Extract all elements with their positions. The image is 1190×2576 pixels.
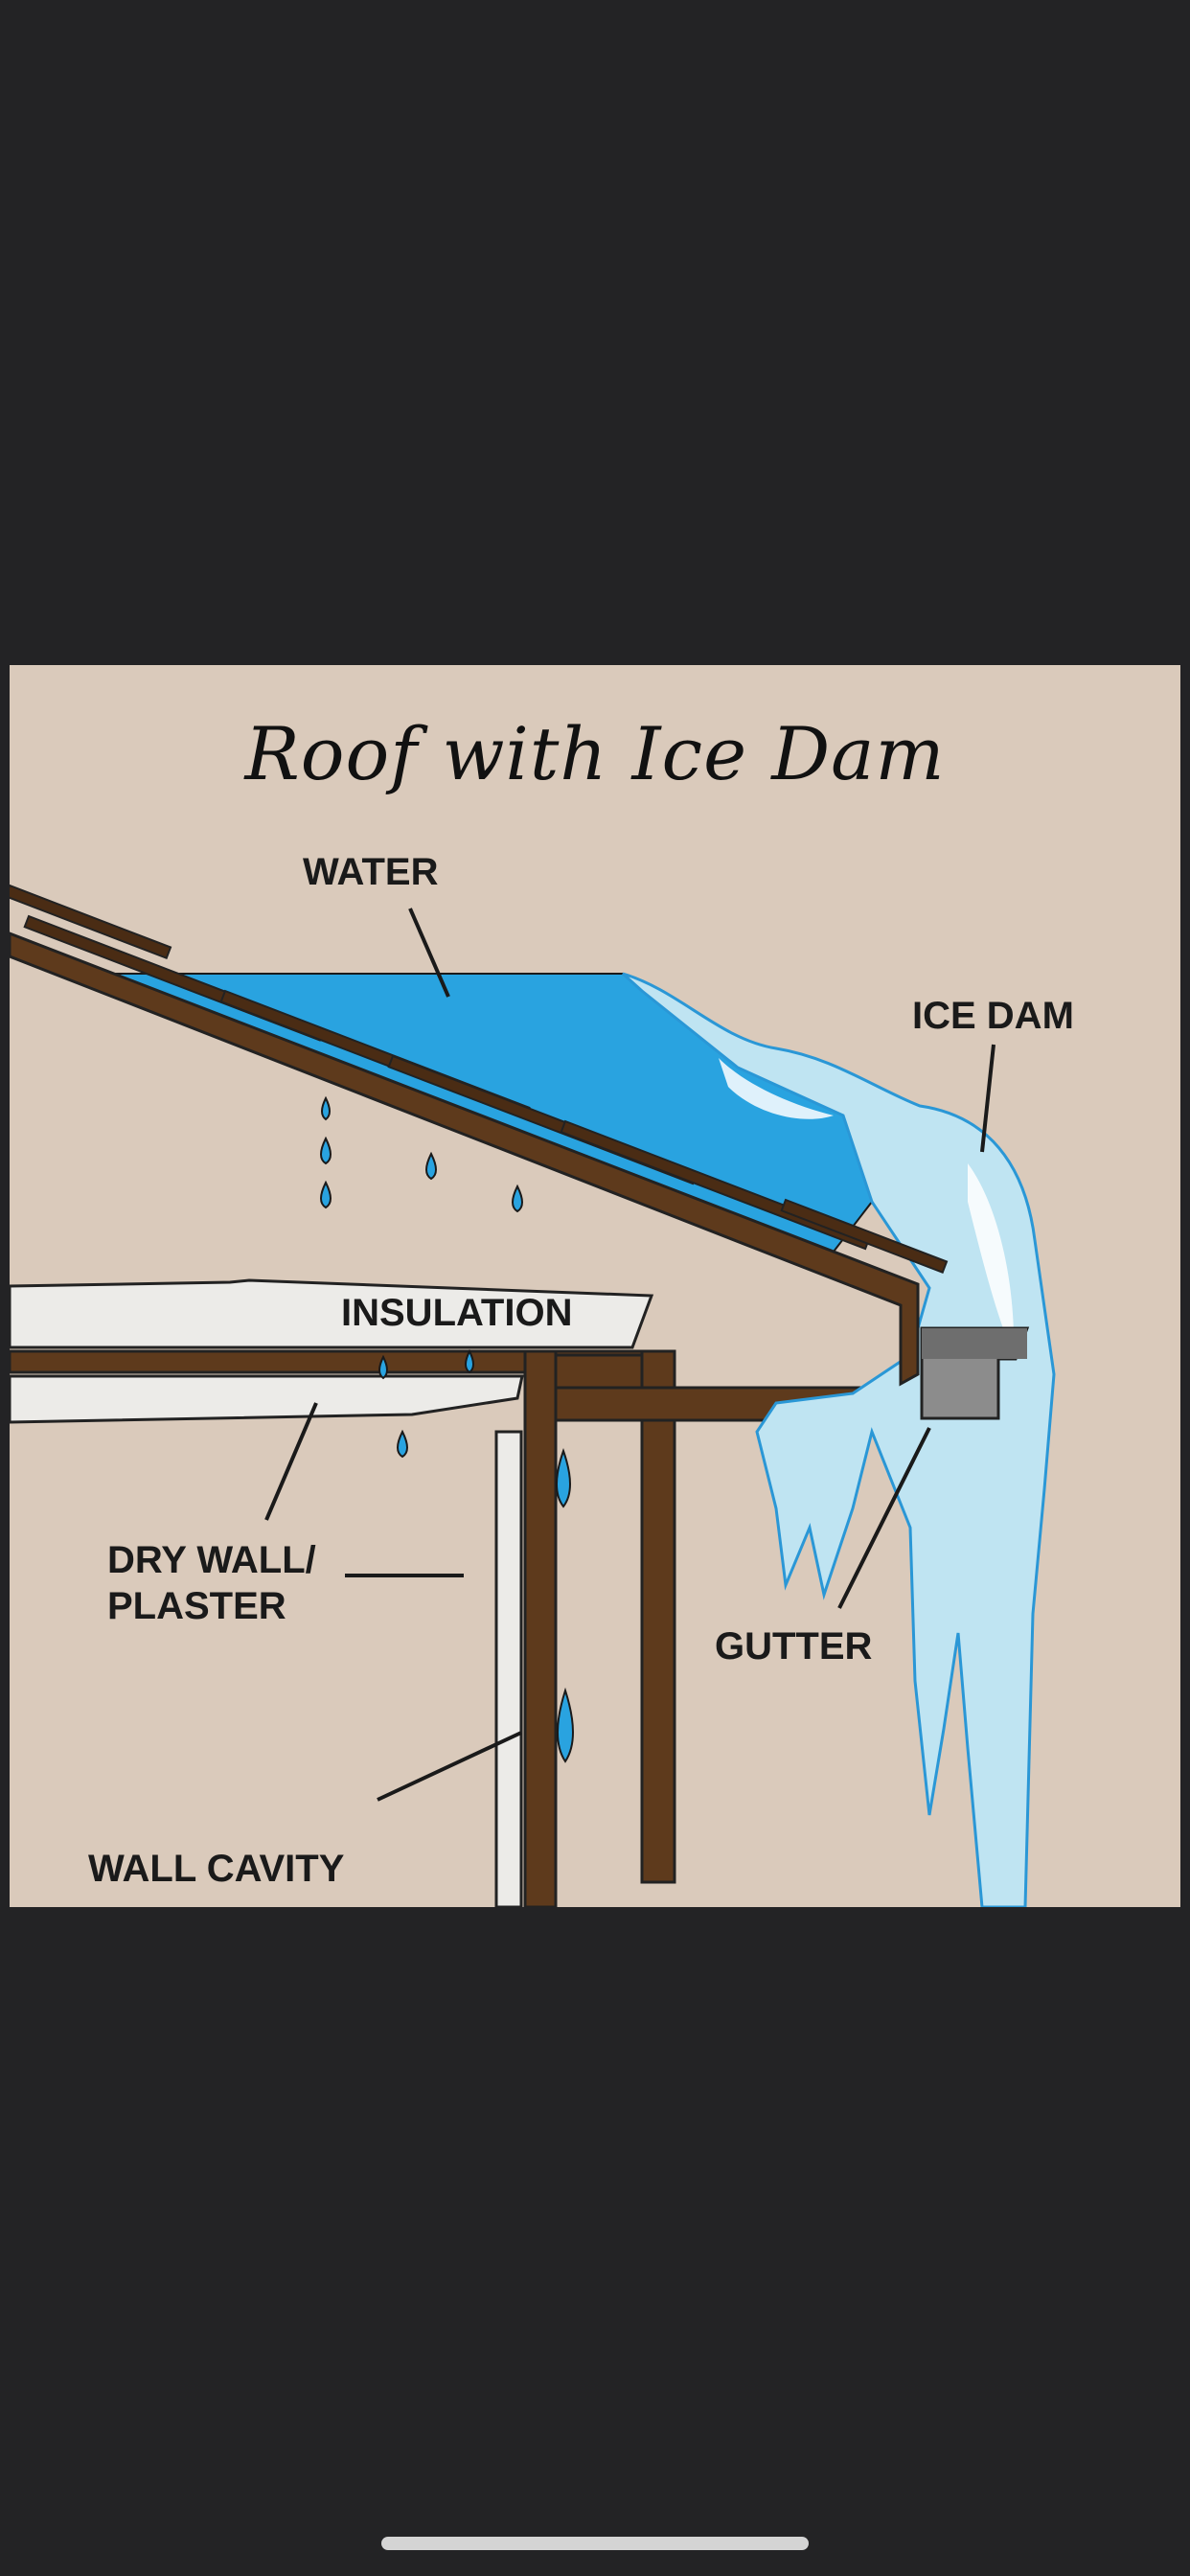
drywall-ceiling bbox=[10, 1374, 524, 1424]
wall-cavity-label: WALL CAVITY bbox=[88, 1848, 345, 1890]
water-drops bbox=[320, 1095, 574, 1763]
gutter-leader bbox=[837, 1427, 931, 1609]
water-drop bbox=[465, 1348, 474, 1374]
wall-board bbox=[494, 1430, 523, 1907]
water-leader bbox=[408, 908, 450, 998]
wall-stud bbox=[523, 1349, 558, 1907]
gutter-label: GUTTER bbox=[715, 1625, 873, 1668]
ice-dam-label: ICE DAM bbox=[912, 995, 1074, 1037]
roof-rafter bbox=[10, 932, 920, 1387]
outer-stud bbox=[640, 1349, 676, 1884]
water-drop bbox=[320, 1180, 332, 1209]
water-drop bbox=[425, 1151, 437, 1181]
water-drop bbox=[557, 1687, 574, 1763]
water-drop bbox=[512, 1184, 523, 1213]
drywall-label-line2: PLASTER bbox=[107, 1585, 286, 1627]
ice-highlight bbox=[719, 1058, 834, 1119]
water-drop bbox=[321, 1095, 331, 1121]
ice-dam bbox=[621, 972, 1056, 1907]
roof-illustration bbox=[10, 884, 1056, 1907]
water-label: WATER bbox=[303, 851, 439, 893]
water-drop bbox=[378, 1354, 388, 1380]
insulation-label: INSULATION bbox=[341, 1292, 573, 1334]
ice-dam-leader bbox=[980, 1044, 995, 1153]
leader-lines bbox=[264, 908, 995, 1802]
wall-cavity-leader bbox=[377, 1731, 522, 1802]
home-indicator[interactable] bbox=[381, 2537, 809, 2550]
drywall-label-line1: DRY WALL/ bbox=[107, 1539, 316, 1581]
shingle bbox=[10, 884, 172, 960]
ice-dam-diagram: Roof with Ice Dam WATER ICE DAM INSULATI… bbox=[10, 665, 1180, 1907]
water-drop bbox=[397, 1429, 408, 1459]
diagram-title: Roof with Ice Dam bbox=[244, 711, 946, 796]
drywall-leader bbox=[264, 1402, 318, 1521]
shingle bbox=[780, 1198, 949, 1275]
water-layer bbox=[111, 973, 874, 1254]
water-drop bbox=[556, 1447, 571, 1508]
ice-highlight bbox=[968, 1163, 1015, 1355]
insulation-layer bbox=[10, 1278, 654, 1349]
water-drop bbox=[320, 1136, 332, 1165]
gutter-lip bbox=[922, 1328, 1027, 1359]
